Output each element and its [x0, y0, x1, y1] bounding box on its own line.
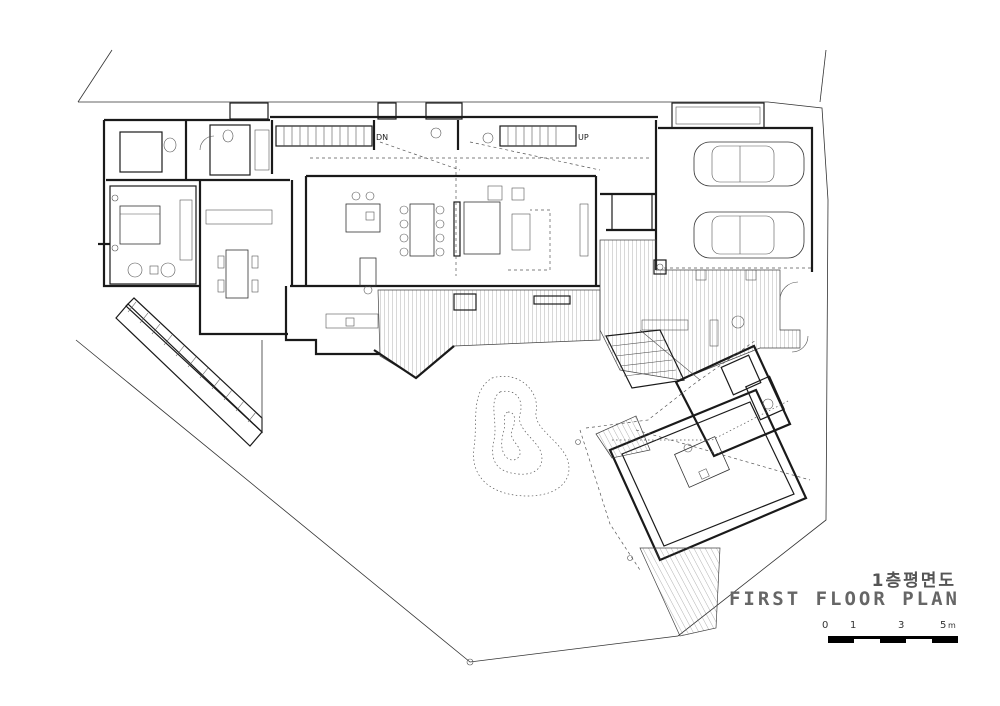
- car-2: [693, 211, 805, 259]
- stair-up-label: UP: [578, 133, 589, 142]
- scale-label-0: 0: [822, 620, 829, 631]
- study-dining: [205, 209, 273, 299]
- main-house-walls: [98, 118, 658, 356]
- scale-unit: m: [948, 621, 956, 630]
- plan-title-english: FIRST FLOOR PLAN: [728, 588, 960, 610]
- bathrooms: [119, 124, 494, 176]
- scale-label-5: 5: [940, 620, 947, 631]
- master-bedroom: [109, 185, 197, 285]
- annex-pavilion: [579, 329, 811, 571]
- east-deck: [599, 193, 809, 381]
- south-deck-extension: [575, 415, 721, 637]
- north-wall-planters: [229, 102, 765, 129]
- interior-stairs: DN UP: [275, 125, 650, 171]
- scale-bar: [828, 636, 958, 643]
- scale-label-1: 1: [850, 620, 857, 631]
- kitchen-living: [325, 160, 589, 329]
- garage: [658, 126, 814, 281]
- plan-title-korean: 1층평면도: [871, 571, 956, 591]
- car-1: [693, 141, 805, 187]
- annex-stair: [605, 329, 685, 389]
- stair-down-label: DN: [376, 133, 388, 142]
- deck-terrace: [373, 289, 601, 380]
- site-boundary: [75, 49, 829, 666]
- entry-stairs: [115, 297, 263, 447]
- scale-label-3: 3: [898, 620, 905, 631]
- garden-pond: [473, 376, 570, 497]
